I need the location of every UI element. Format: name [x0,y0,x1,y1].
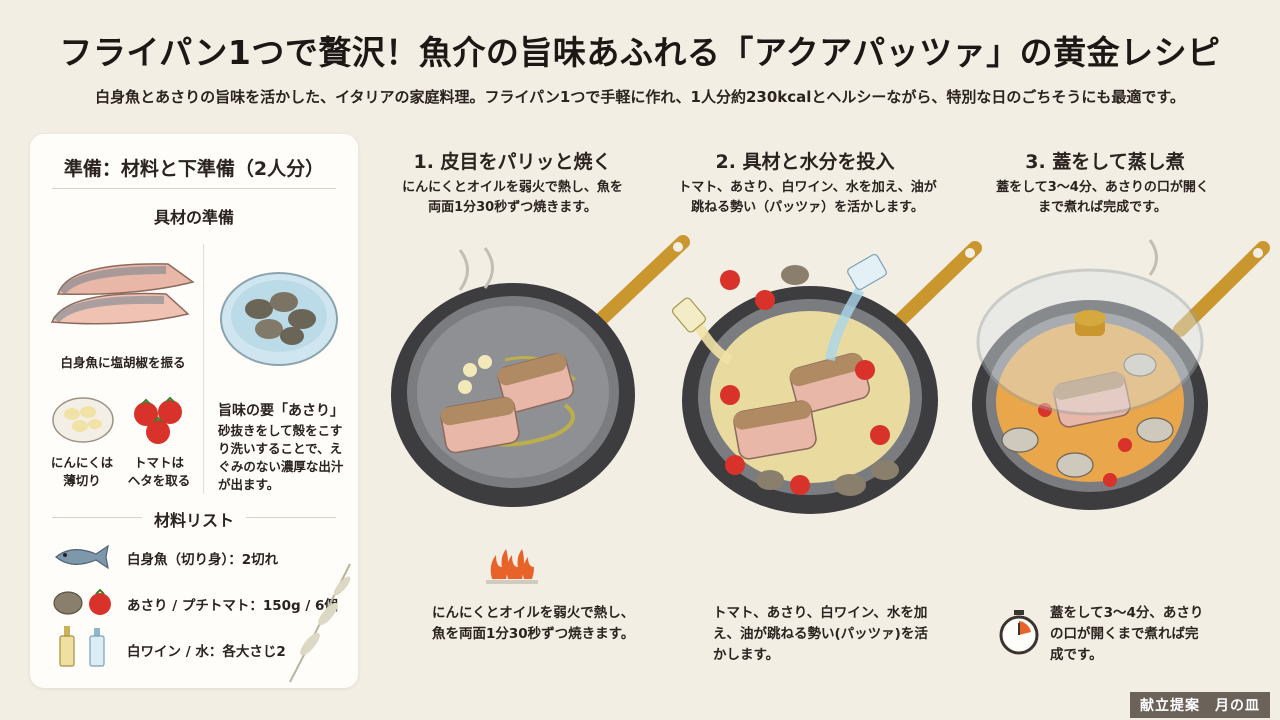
tomato-illustration [134,396,182,444]
step-2-bottom-desc: トマト、あさり、白ワイン、水を加え、油が跳ねる勢い(パッツァ)を活かします。 [713,605,928,663]
ingredient-item: 白身魚（切り身）：2切れ [127,552,279,568]
step-3-bottom-desc: 蓋をして3～4分、あさりの口が開くまで煮れば完成です。 [1050,605,1204,663]
garlic-illustration [52,397,114,443]
step-1-bottom-desc: にんにくとオイルを弱火で熱し、魚を両面1分30秒ずつ焼きます。 [432,605,635,642]
divider [203,244,204,494]
brand-badge: 献立提案 月の皿 [1130,692,1270,718]
divider [246,517,336,518]
step-2-desc: トマト、あさり、白ワイン、水を加え、油が跳ねる勢い（パッツァ）を活かします。 [678,180,937,215]
step-3-title: 3. 蓋をして蒸し煮 [1025,151,1185,173]
ingredient-list-heading: 材料リスト [153,511,234,530]
timer-icon [999,610,1039,655]
clams-bowl-illustration [220,272,338,366]
prep-card: 準備：材料と下準備（2人分） 具材の準備 白身魚に塩胡椒を振る にんにくは 薄切… [30,134,358,688]
page-subtitle: 白身魚とあさりの旨味を活かした、イタリアの家庭料理。フライパン1つで手軽に作れ、… [95,88,1185,106]
step-3-desc: 蓋をして3～4分、あさりの口が開くまで煮れば完成です。 [996,180,1209,215]
step-3-pan-illustration [972,239,1270,510]
prep-title: 準備：材料と下準備（2人分） [63,158,325,180]
umami-title: 旨味の要「あさり」 [218,403,344,419]
ingredient-item: 白ワイン / 水：各大さじ2 [127,644,286,660]
flame-icon [486,549,538,584]
fish-fillet-illustration [50,263,195,325]
step-2-title: 2. 具材と水分を投入 [715,151,895,173]
herb-decoration [289,563,351,683]
ingredient-item: あさり / プチトマト：150g / 6個 [127,598,338,614]
clam-tomato-icon [53,588,111,615]
page-title: フライパン1つで贅沢！魚介の旨味あふれる「アクアパッツァ」の黄金レシピ [59,33,1221,72]
ingredients-prep-heading: 具材の準備 [153,208,234,227]
step-1-title: 1. 皮目をパリッと焼く [413,151,612,173]
step-2-pan-illustration [671,241,982,514]
step-1-desc: にんにくとオイルを弱火で熱し、魚を両面1分30秒ずつ焼きます。 [402,180,623,215]
divider [52,188,336,189]
garlic-caption: にんにくは 薄切り [50,455,114,489]
divider [52,517,142,518]
fish-caption: 白身魚に塩胡椒を振る [60,355,186,370]
fish-icon [55,544,109,570]
bottles-icon [59,626,105,667]
step-1-pan-illustration [391,235,690,507]
umami-desc: 砂抜きをして殻をこすり洗いすることで、えぐみのない濃厚な出汁が出ます。 [218,423,344,493]
tomato-caption: トマトは ヘタを取る [127,455,191,489]
